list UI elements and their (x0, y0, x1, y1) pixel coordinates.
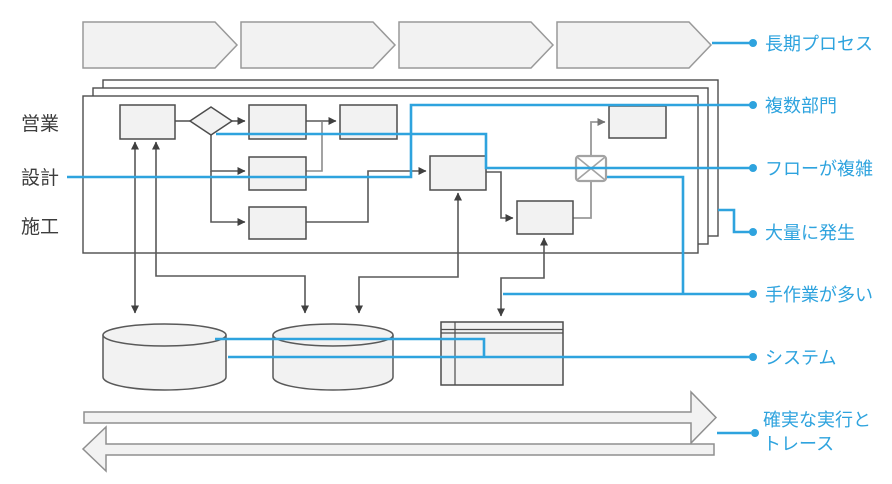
callout-dot-execution (751, 429, 759, 437)
process-chevron-2 (240, 21, 397, 69)
callout-dot-high-volume (749, 228, 757, 236)
database-cylinder-2 (272, 323, 394, 391)
process-chevron-1 (82, 21, 239, 69)
connector-envelope-box8 (590, 118, 606, 156)
system-grid (440, 321, 564, 386)
callout-lines (67, 41, 751, 435)
callout-line-system-branch (215, 337, 486, 356)
callout-label-complex-flow: フローが複雑 (765, 159, 873, 180)
connector-box6-box7 (486, 171, 514, 222)
process-boxes (119, 104, 667, 240)
database-cylinder-1 (102, 323, 227, 391)
return-arrow (81, 425, 715, 473)
callout-line-multi-department (67, 103, 750, 179)
process-box-construction-1 (248, 206, 307, 240)
lane-label-construction: 施工 (21, 216, 59, 238)
callout-dot-multi-department (749, 101, 757, 109)
process-box-sales-1 (119, 104, 176, 140)
callout-dot-manual-work (749, 290, 757, 298)
callout-label-execution-line2: トレース (763, 434, 834, 455)
decision-diamond (188, 106, 234, 136)
callout-line-complex-flow (216, 132, 750, 170)
callout-label-high-volume: 大量に発生 (765, 223, 855, 244)
connector-box7-grid (497, 237, 548, 317)
process-box-design-2 (429, 155, 487, 191)
callout-label-manual-work: 手作業が多い (765, 285, 873, 306)
process-box-construction-2 (516, 200, 574, 235)
callout-label-multi-department: 複数部門 (765, 96, 837, 117)
process-chevron-4 (556, 21, 713, 69)
lane-label-sales: 営業 (21, 113, 59, 135)
callout-line-high-volume (718, 208, 750, 234)
callout-label-long-process: 長期プロセス (765, 34, 873, 55)
process-box-design-1 (248, 156, 307, 191)
callout-label-system: システム (765, 348, 836, 369)
callout-dot-system (749, 353, 757, 361)
flow-connectors (131, 117, 548, 317)
chevron-process-bar (82, 21, 713, 69)
execution-arrows (81, 390, 718, 473)
callout-dot-long-process (749, 39, 757, 47)
forward-arrow (83, 390, 718, 445)
connector-box4-join (306, 122, 323, 172)
callout-dots (749, 39, 759, 437)
connector-box6-cylinder2 (355, 192, 462, 314)
lane-label-design: 設計 (21, 167, 59, 189)
callout-dot-complex-flow (749, 164, 757, 172)
connector-box7-envelope (573, 182, 592, 219)
callout-label-execution-line1: 確実な実行と (763, 410, 871, 431)
callout-line-manual-branch (607, 175, 685, 293)
mail-connectors (573, 118, 606, 219)
process-chevron-3 (398, 21, 555, 69)
connector-box1-cylinder2 (152, 141, 309, 314)
process-box-sales-4 (608, 105, 667, 139)
